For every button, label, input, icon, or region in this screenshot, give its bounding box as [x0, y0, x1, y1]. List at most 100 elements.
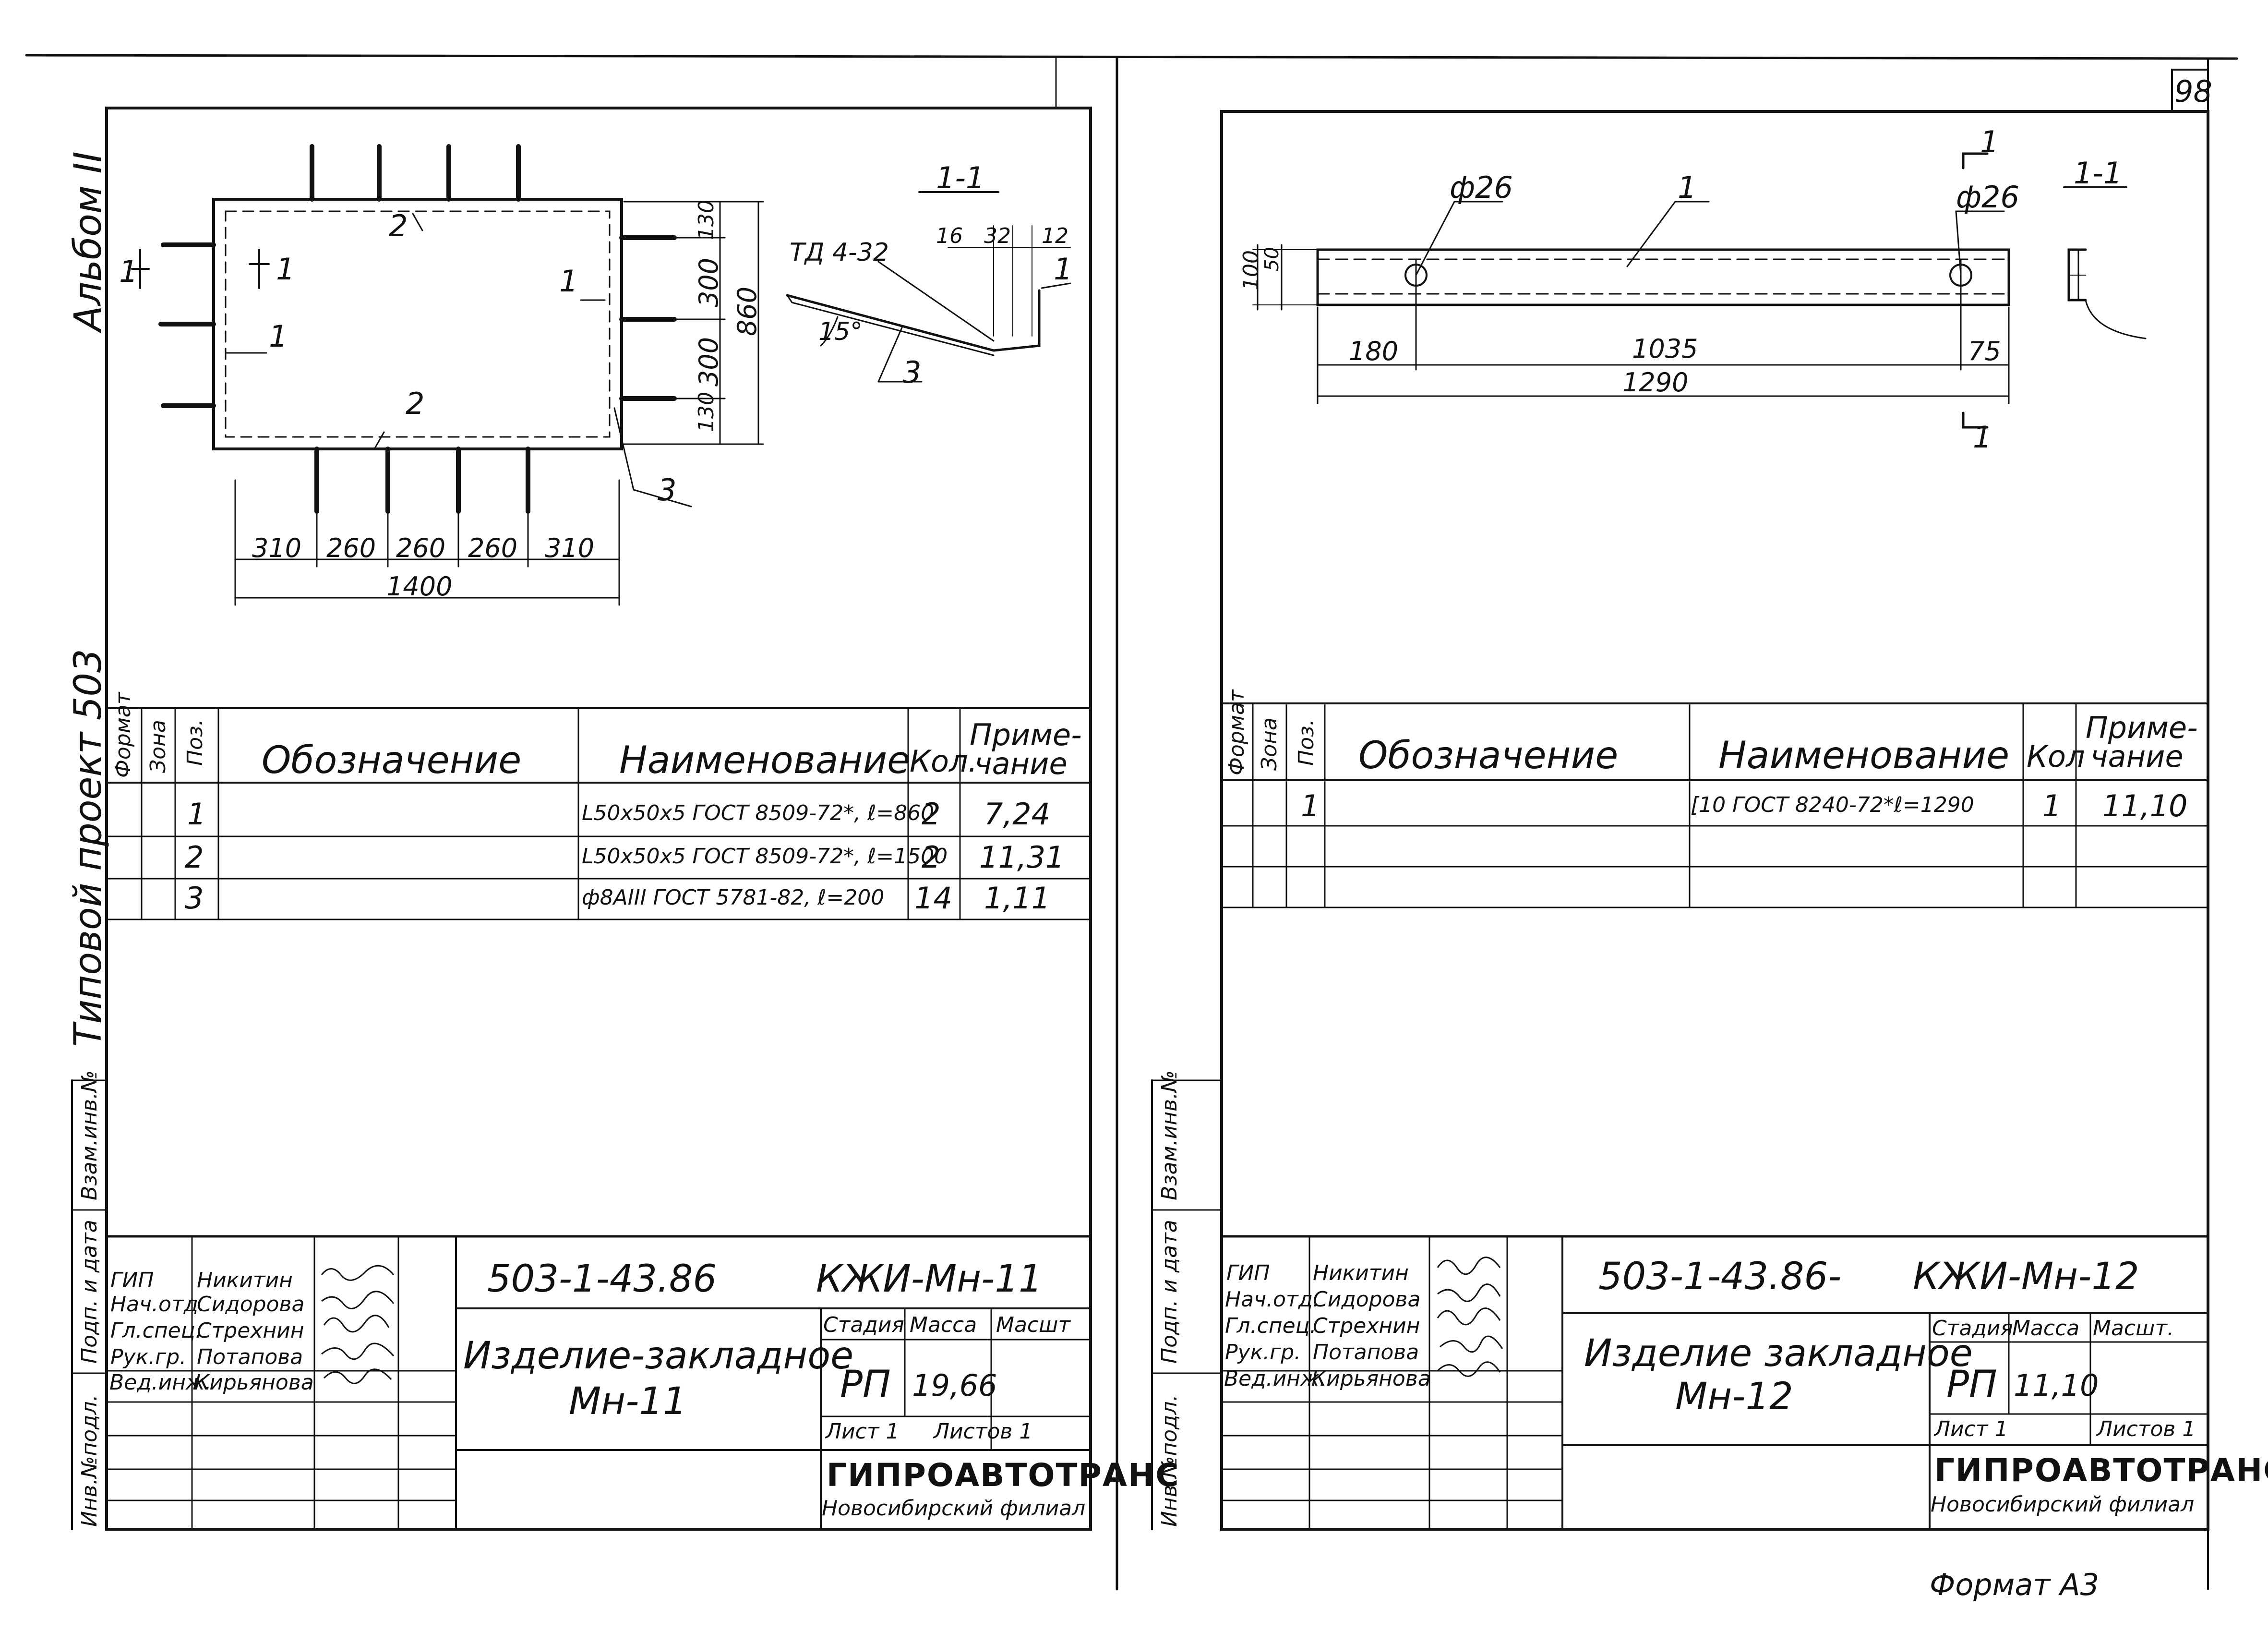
left-mass: 19,66 [912, 1368, 997, 1403]
left-col-qty: Кол. [910, 744, 978, 779]
right-col-designation: Обозначение [1358, 734, 1619, 777]
left-callout-2b: 2 [406, 386, 425, 421]
left-item-title: Изделие-закладное [463, 1334, 854, 1378]
right-hole-right: ф26 [1956, 180, 2019, 215]
left-row1-name: L50x50x5 ГОСТ 8509-72*, ℓ=860 [582, 801, 935, 825]
dim-overall-height: 860 [732, 286, 762, 336]
left-row2-qty: 2 [922, 840, 941, 875]
right-name-1: Никитин [1313, 1261, 1409, 1285]
left-role-2: Нач.отд. [110, 1292, 205, 1317]
right-role-5: Вед.инж. [1224, 1366, 1326, 1391]
left-side-approved: Взам.инв.№ [77, 1070, 102, 1200]
left-doc-mark: КЖИ-Мн-11 [816, 1257, 1043, 1301]
dim-right-2: 300 [694, 257, 724, 307]
left-col-name: Наименование [619, 739, 911, 782]
dim-bottom-4: 260 [468, 533, 518, 563]
right-signatures [1437, 1257, 1503, 1377]
left-row3-name: ф8АIII ГОСТ 5781-82, ℓ=200 [582, 885, 885, 910]
right-doc-code: 503-1-43.86- [1598, 1255, 1842, 1298]
right-mass: 11,10 [2014, 1368, 2099, 1403]
right-role-4: Рук.гр. [1225, 1340, 1301, 1365]
left-signatures [321, 1265, 395, 1384]
dim-bottom-3: 260 [396, 533, 446, 563]
format-note: Формат А3 [1930, 1567, 2100, 1602]
right-col-format: Формат [1224, 689, 1249, 775]
left-org: ГИПРОАВТОТРАНС [827, 1457, 1180, 1494]
right-item-title: Изделие закладное [1584, 1332, 1973, 1375]
left-role-1: ГИП [110, 1268, 154, 1293]
left-name-3: Стрехнин [197, 1318, 304, 1343]
right-doc-mark: КЖИ-Мн-12 [1913, 1255, 2139, 1298]
left-callout-3a: 3 [658, 472, 677, 508]
right-name-4: Потапова [1313, 1340, 1419, 1365]
left-item-mark: Мн-11 [569, 1380, 687, 1423]
right-name-3: Стрехнин [1313, 1314, 1420, 1338]
right-dim-left: 180 [1349, 336, 1399, 366]
left-section-label: 1-1 [936, 160, 985, 195]
left-sheet: Лист 1 [826, 1419, 900, 1444]
album-label: Альбом II [67, 151, 110, 331]
right-sheets: Листов 1 [2097, 1417, 2196, 1441]
left-doc-code: 503-1-43.86 [487, 1257, 717, 1301]
right-row1-name: [10 ГОСТ 8240-72*ℓ=1290 [1691, 793, 1974, 817]
right-hole-left: ф26 [1450, 170, 1513, 205]
dim-bottom-2: 260 [326, 533, 376, 563]
left-stage: РП [840, 1363, 891, 1406]
right-section-label: 1-1 [2074, 156, 2123, 191]
right-dim-mid: 1035 [1632, 334, 1698, 364]
right-name-2: Сидорова [1313, 1287, 1421, 1312]
left-callout-3b: 3 [902, 355, 922, 390]
weld-note: ТД 4-32 [790, 238, 889, 267]
right-col-qty: Кол [2027, 739, 2085, 774]
right-role-3: Гл.спец. [1225, 1314, 1317, 1338]
right-side-signature: Подп. и дата [1157, 1220, 1182, 1364]
section-dim-16: 16 [936, 224, 963, 248]
page-number: 98 [2174, 74, 2212, 109]
right-col-note-1: Приме- [2086, 710, 2198, 745]
left-name-2: Сидорова [197, 1292, 305, 1317]
left-role-4: Рук.гр. [110, 1345, 187, 1369]
left-role-5: Вед.инж. [109, 1370, 212, 1395]
left-row3-note: 1,11 [984, 881, 1051, 916]
dim-bottom-5: 310 [545, 533, 595, 563]
left-mass-label: Масса [910, 1313, 977, 1337]
left-cut-mark-a: 1 [119, 254, 138, 289]
right-cut-mark-bottom: 1 [1973, 420, 1992, 455]
section-dim-12: 12 [1042, 224, 1068, 248]
right-stage: РП [1946, 1363, 1997, 1406]
right-role-1: ГИП [1226, 1261, 1270, 1285]
right-branch: Новосибирский филиал [1931, 1492, 2195, 1517]
left-col-pos: Поз. [183, 719, 207, 766]
left-scale-label: Масшт [996, 1313, 1071, 1337]
left-branch: Новосибирский филиал [822, 1496, 1086, 1521]
dim-right-1: 130 [694, 200, 719, 240]
left-side-signature: Подп. и дата [77, 1220, 102, 1364]
left-name-4: Потапова [197, 1345, 303, 1369]
right-col-name: Наименование [1718, 734, 2010, 777]
left-row2-note: 11,31 [979, 840, 1065, 875]
right-col-pos: Поз. [1294, 719, 1319, 766]
dim-bottom-1: 310 [252, 533, 302, 563]
dim-right-4: 130 [694, 392, 719, 432]
dim-overall-width: 1400 [386, 571, 453, 602]
left-col-designation: Обозначение [262, 739, 522, 782]
left-sheets: Листов 1 [934, 1419, 1033, 1444]
left-col-note-1: Приме- [970, 717, 1082, 752]
left-name-1: Никитин [197, 1268, 293, 1293]
section-dim-32: 32 [984, 224, 1011, 248]
left-row1-qty: 2 [922, 797, 941, 832]
right-row1-note: 11,10 [2102, 788, 2188, 823]
right-dim-right: 75 [1968, 336, 2001, 366]
right-role-2: Нач.отд. [1225, 1287, 1320, 1312]
left-row1-note: 7,24 [984, 797, 1051, 832]
left-callout-2a: 2 [389, 208, 408, 243]
right-height-total: 100 [1239, 250, 1263, 290]
right-scale-label: Масшт. [2093, 1316, 2174, 1341]
dim-right-3: 300 [694, 337, 724, 387]
right-item-mark: Мн-12 [1675, 1375, 1793, 1418]
right-org: ГИПРОАВТОТРАНС [1934, 1452, 2268, 1489]
right-side-approved: Взам.инв.№ [1157, 1070, 1182, 1200]
left-side-inventory: Инв.№подл. [77, 1394, 102, 1527]
left-row3-pos: 3 [185, 881, 204, 916]
left-callout-1a: 1 [559, 264, 578, 299]
